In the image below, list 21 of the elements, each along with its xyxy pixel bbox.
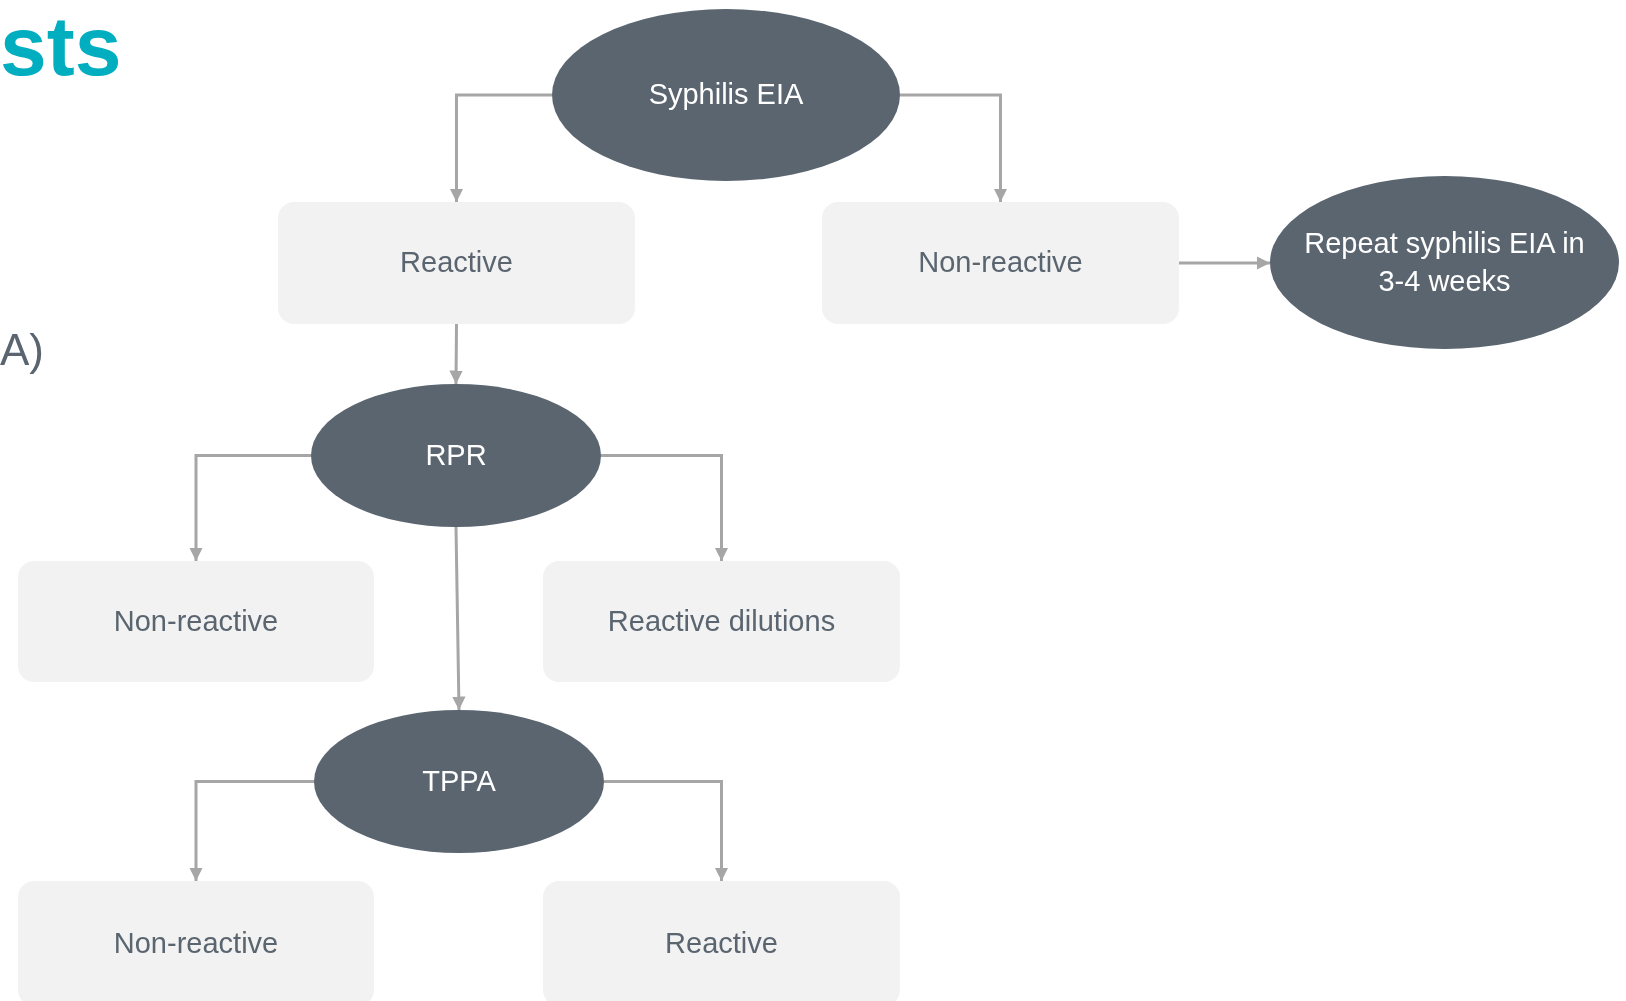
arrow [452,526,466,711]
result-box: Reactive [543,881,900,1001]
arrow [900,93,1008,202]
arrow [1179,256,1270,270]
arrow [189,780,314,881]
result-box: Non-reactive [18,561,374,682]
arrow [601,454,729,561]
result-box: Non-reactive [822,202,1179,324]
arrow [449,93,552,202]
test-ellipse: Repeat syphilis EIA in 3-4 weeks [1270,176,1619,349]
arrow [449,324,463,384]
result-box: Non-reactive [18,881,374,1001]
test-ellipse: TPPA [314,710,604,853]
test-ellipse: Syphilis EIA [552,9,900,181]
body-text: A) [0,328,44,372]
test-ellipse: RPR [311,384,601,527]
result-box: Reactive dilutions [543,561,900,682]
arrow [189,454,311,561]
result-box: Reactive [278,202,635,324]
arrow [604,780,729,881]
slide-title: sts [0,4,122,88]
